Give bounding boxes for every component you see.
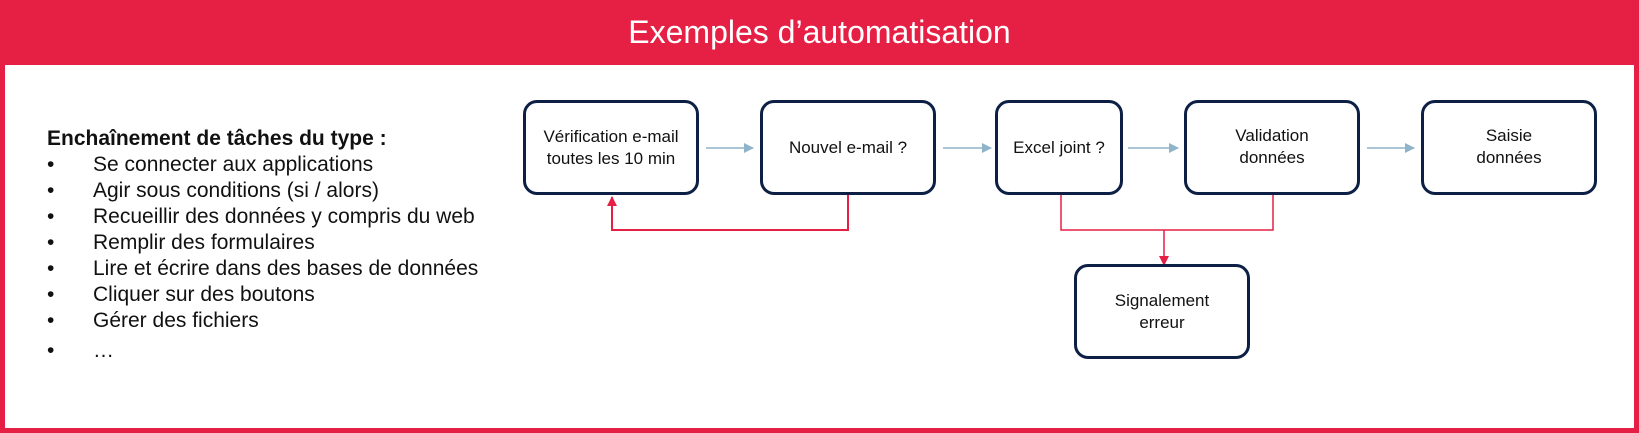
- bullet-icon: •: [47, 339, 55, 362]
- list-item: •Agir sous conditions (si / alors): [47, 179, 379, 202]
- step-label: Vérification e-mail: [543, 126, 679, 146]
- task-list-heading: Enchaînement de tâches du type :: [47, 127, 387, 150]
- loop-back-arrow: [607, 195, 849, 231]
- step-data-entry: Saisie données: [1421, 100, 1597, 195]
- step-label: Saisie: [1485, 126, 1533, 145]
- bullet-icon: •: [47, 179, 55, 202]
- bullet-icon: •: [47, 309, 55, 332]
- task-list: Enchaînement de tâches du type : •Se con…: [47, 126, 478, 364]
- list-item: •Recueillir des données y compris du web: [47, 205, 475, 228]
- step-label: Validation: [1235, 126, 1309, 145]
- error-connector: [1060, 195, 1274, 231]
- step-label: Signalement: [1114, 290, 1210, 310]
- bullet-icon: •: [47, 283, 55, 306]
- bullet-icon: •: [47, 231, 55, 254]
- list-item: •…: [47, 339, 114, 362]
- header-bar: Exemples d’automatisation: [0, 0, 1639, 65]
- bullet-icon: •: [47, 205, 55, 228]
- list-item: •Lire et écrire dans des bases de donnée…: [47, 257, 479, 280]
- step-new-email: Nouvel e-mail ?: [760, 100, 936, 195]
- step-label: données: [1239, 148, 1305, 167]
- step-label: Excel joint ?: [1013, 137, 1105, 157]
- list-item: •Cliquer sur des boutons: [47, 283, 315, 306]
- list-item: •Gérer des fichiers: [47, 309, 259, 332]
- page-title: Exemples d’automatisation: [628, 14, 1011, 50]
- step-label: Nouvel e-mail ?: [788, 137, 908, 157]
- step-excel-attached: Excel joint ?: [995, 100, 1123, 195]
- list-item: •Remplir des formulaires: [47, 231, 315, 254]
- bullet-icon: •: [47, 153, 55, 176]
- step-label: erreur: [1139, 312, 1185, 332]
- bullet-icon: •: [47, 257, 55, 280]
- list-item: •Se connecter aux applications: [47, 153, 374, 176]
- step-label: données: [1476, 148, 1542, 167]
- step-data-validation: Validation données: [1184, 100, 1360, 195]
- step-label: toutes les 10 min: [546, 148, 676, 168]
